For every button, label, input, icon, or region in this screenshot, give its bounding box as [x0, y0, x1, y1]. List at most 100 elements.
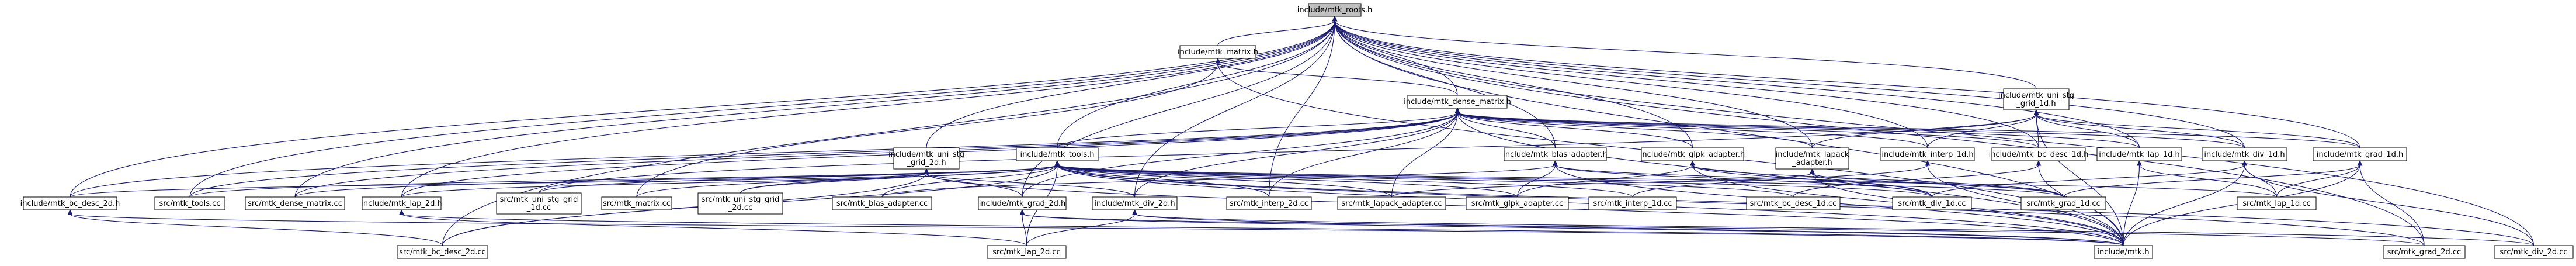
node-mtk_lapack_adapter[interactable]: include/mtk_lapack_adapter.h [1775, 147, 1849, 170]
node-box [1892, 196, 1972, 210]
edge-mtk_interp_2d-to-mtk_dense_matrix [1268, 112, 1458, 198]
node-label: _2d.cc [728, 203, 752, 212]
node-mtk_lapack_adapter_cc[interactable]: src/mtk_lapack_adapter.cc [1337, 196, 1446, 210]
edge-mtk_h-to-mtk_lap_2d [401, 213, 2124, 246]
node-box [832, 196, 932, 210]
edge-mtk_interp_1d-to-mtk_dense_matrix [1457, 112, 1928, 148]
arrowhead-mtk_h-to-mtk_grad_2d [1019, 209, 1025, 215]
edge-mtk_lap_2d_cc-to-mtk_div_2d [1026, 213, 1136, 246]
arrowhead-mtk_lapack_adapter-to-mtk_uni_stg_grid_1d [2033, 109, 2039, 115]
edge-mtk_lapack_adapter-to-mtk_dense_matrix [1457, 112, 1813, 148]
node-mtk_bc_desc_2d_cc[interactable]: src/mtk_bc_desc_2d.cc [397, 245, 488, 259]
node-mtk_interp_2d[interactable]: src/mtk_interp_2d.cc [1226, 196, 1312, 210]
node-mtk_lap_2d[interactable]: include/mtk_lap_2d.h [361, 196, 442, 210]
node-mtk_div_1d[interactable]: include/mtk_div_1d.h [2202, 147, 2287, 161]
node-label: include/mtk_interp_1d.h [1881, 150, 1973, 159]
edge-mtk_grad_1d-to-mtk_dense_matrix [1457, 112, 2360, 148]
node-mtk_glpk_adapter_cc[interactable]: src/mtk_glpk_adapter.cc [1466, 196, 1569, 210]
arrowhead-mtk_bc_desc_2d_cc-to-mtk_tools [1054, 160, 1060, 166]
node-box [1746, 196, 1841, 210]
edge-mtk_interp_1d-to-mtk_uni_stg_grid_1d [1927, 113, 2037, 148]
edge-mtk_lap_1d_cc-to-mtk_lap_1d [2138, 164, 2278, 198]
node-label: src/mtk_tools.cc [159, 199, 221, 208]
node-mtk_blas_adapter[interactable]: include/mtk_blas_adapter.h [1503, 147, 1608, 161]
node-mtk_interp_1d_cc[interactable]: src/mtk_interp_1d.cc [1588, 196, 1677, 210]
node-mtk_grad_2d_cc[interactable]: src/mtk_grad_2d.cc [2383, 245, 2466, 259]
edge-mtk_matrix-to-mtk_roots [1217, 20, 1335, 46]
node-mtk_matrix[interactable]: include/mtk_matrix.h [1178, 45, 1258, 59]
node-mtk_div_2d_cc[interactable]: src/mtk_div_2d.cc [2494, 245, 2574, 259]
node-mtk_interp_1d[interactable]: include/mtk_interp_1d.h [1880, 147, 1975, 161]
edge-mtk_blas_adapter_cc-to-mtk_tools [881, 164, 1058, 198]
edge-mtk_dense_matrix_cc-to-mtk_dense_matrix [294, 112, 1458, 198]
node-mtk_dense_matrix_cc[interactable]: src/mtk_dense_matrix.cc [245, 196, 345, 210]
file-nodes: include/mtk_roots.h include/mtk_matrix.hi… [20, 3, 2574, 259]
node-box [1226, 196, 1312, 210]
edge-mtk_dense_matrix-to-mtk_roots [1334, 20, 1458, 96]
node-mtk_dense_matrix[interactable]: include/mtk_dense_matrix.h [1404, 95, 1511, 109]
edge-mtk_tools-to-mtk_dense_matrix [1057, 112, 1458, 148]
node-label: src/mtk_lap_2d.cc [992, 248, 1060, 257]
node-mtk_h[interactable]: include/mtk.h [2094, 245, 2153, 259]
arrowhead-mtk_h-to-mtk_bc_desc_2d [67, 209, 73, 215]
node-mtk_grad_2d[interactable]: include/mtk_grad_2d.h [978, 196, 1067, 210]
node-mtk_blas_adapter_cc[interactable]: src/mtk_blas_adapter.cc [832, 196, 932, 210]
node-label: include/mtk_bc_desc_2d.h [20, 199, 120, 208]
node-mtk_uni_stg_grid_1d[interactable]: include/mtk_uni_stg_grid_1d.h [1998, 88, 2074, 110]
edge-mtk_tools-to-mtk_roots [1057, 20, 1335, 148]
edge-mtk_bc_desc_1d-to-mtk_roots [1334, 20, 2039, 148]
node-label: src/mtk_interp_1d.cc [1593, 199, 1672, 208]
edge-mtk_grad_2d_cc-to-mtk_tools [1057, 164, 2425, 246]
node-mtk_glpk_adapter[interactable]: include/mtk_glpk_adapter.h [1640, 147, 1745, 161]
node-mtk_uni_stg_grid_1d_cc[interactable]: src/mtk_uni_stg_grid_1d.cc [496, 192, 582, 215]
edge-mtk_glpk_adapter_cc-to-mtk_tools [1057, 164, 1518, 198]
node-mtk_div_1d_cc[interactable]: src/mtk_div_1d.cc [1892, 196, 1972, 210]
node-box [362, 196, 442, 210]
node-box [1991, 147, 2086, 161]
node-box [496, 192, 582, 215]
node-mtk_tools[interactable]: include/mtk_tools.h [1016, 147, 1099, 161]
node-mtk_lap_1d_cc[interactable]: src/mtk_lap_1d.cc [2237, 196, 2317, 210]
node-mtk_tools_cc[interactable]: src/mtk_tools.cc [154, 196, 225, 210]
edge-mtk_interp_1d_cc-to-mtk_tools [1057, 164, 1633, 198]
node-mtk_lap_1d[interactable]: include/mtk_lap_1d.h [2096, 147, 2182, 161]
node-mtk_lap_2d_cc[interactable]: src/mtk_lap_2d.cc [987, 245, 1067, 259]
node-mtk_div_2d[interactable]: include/mtk_div_2d.h [1092, 196, 1178, 210]
node-box [23, 196, 117, 210]
edge-mtk_tools_cc-to-mtk_roots [189, 20, 1335, 198]
node-label: src/mtk_lap_1d.cc [2242, 199, 2310, 208]
edge-mtk_div_1d_cc-to-mtk_tools [1057, 164, 1933, 198]
node-mtk_bc_desc_1d[interactable]: include/mtk_bc_desc_1d.h [1989, 147, 2089, 161]
edge-mtk_blas_adapter_cc-to-mtk_blas_adapter [881, 164, 1556, 198]
node-label: include/mtk_dense_matrix.h [1404, 98, 1511, 106]
edge-mtk_div_2d_cc-to-mtk_div_1d [2244, 164, 2535, 246]
node-mtk_grad_1d_cc[interactable]: src/mtk_grad_1d.cc [2020, 196, 2106, 210]
node-label: src/mtk_dense_matrix.cc [248, 199, 342, 208]
edge-mtk_grad_1d-to-mtk_uni_stg_grid_1d [2036, 113, 2360, 148]
node-label: include/mtk_uni_stg [888, 150, 964, 159]
node-label: src/mtk_matrix.cc [603, 199, 671, 208]
node-label: include/mtk_grad_2d.h [979, 199, 1065, 208]
node-mtk_bc_desc_2d[interactable]: include/mtk_bc_desc_2d.h [20, 196, 120, 210]
node-label: include/mtk_uni_stg [1998, 91, 2074, 100]
node-mtk_matrix_cc[interactable]: src/mtk_matrix.cc [601, 196, 672, 210]
node-mtk_uni_stg_grid_2d[interactable]: include/mtk_uni_stg_grid_2d.h [888, 147, 964, 170]
node-mtk_roots[interactable]: include/mtk_roots.h [1297, 3, 1372, 17]
arrowhead-mtk_h-to-mtk_matrix [1215, 57, 1221, 64]
edge-mtk_grad_2d-to-mtk_roots [1022, 20, 1335, 198]
node-mtk_bc_desc_1d_cc[interactable]: src/mtk_bc_desc_1d.cc [1746, 196, 1841, 210]
edge-mtk_div_1d-to-mtk_roots [1334, 20, 2245, 148]
arrowhead-mtk_div_2d_cc-to-mtk_div_1d [2242, 160, 2247, 166]
node-box [987, 245, 1067, 259]
node-box [2202, 147, 2287, 161]
node-box [2494, 245, 2574, 259]
node-mtk_grad_1d[interactable]: include/mtk_grad_1d.h [2313, 147, 2407, 161]
edge-mtk_dense_matrix_cc-to-mtk_roots [294, 20, 1335, 198]
node-mtk_uni_stg_grid_2d_cc[interactable]: src/mtk_uni_stg_grid_2d.cc [697, 192, 783, 215]
node-box [697, 192, 783, 215]
node-label: include/mtk_matrix.h [1178, 48, 1258, 57]
arrowhead-mtk_tools_cc-to-mtk_dense_matrix [1454, 107, 1460, 113]
edge-mtk_uni_stg_grid_2d_cc-to-mtk_tools [740, 164, 1058, 194]
edge-mtk_grad_2d_cc-to-mtk_grad_2d [1022, 213, 2425, 246]
